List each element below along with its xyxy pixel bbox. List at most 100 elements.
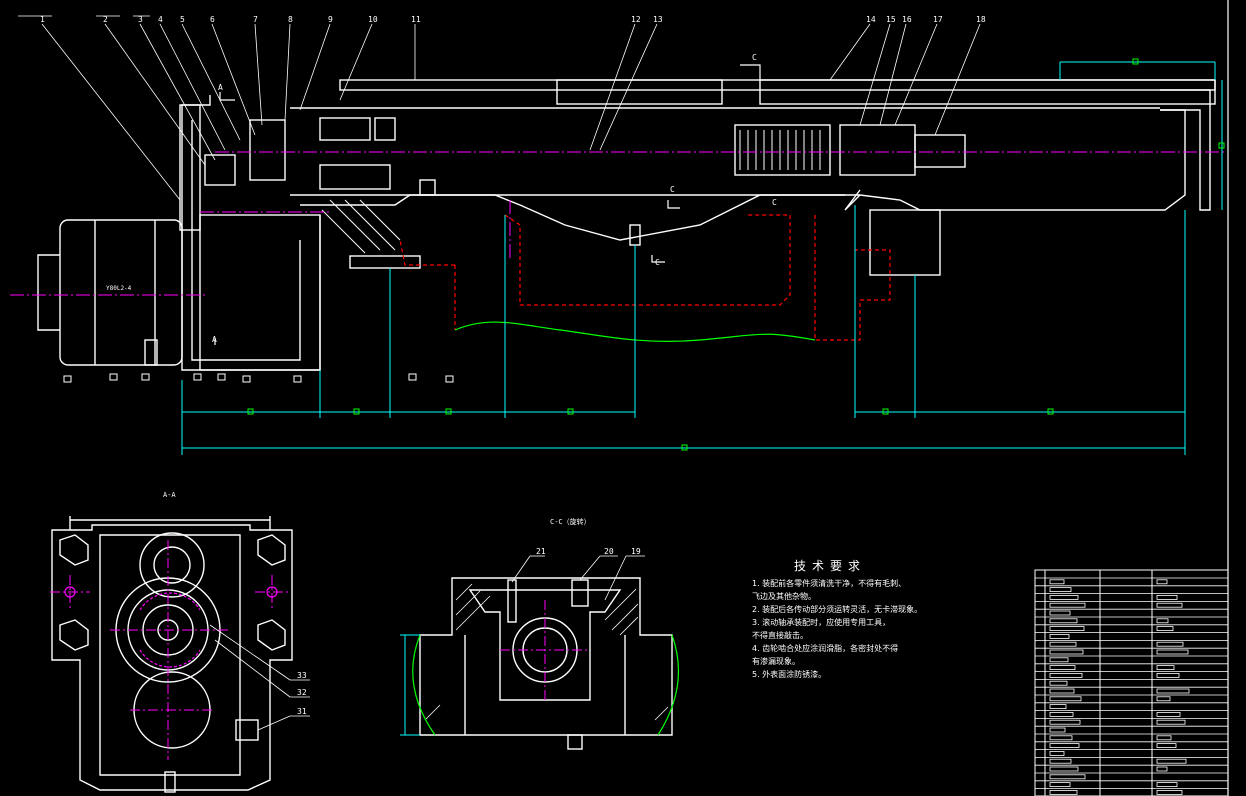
parts-list-entry-mark: [1156, 649, 1189, 655]
technical-requirements: 技术要求 1. 装配前各零件须清洗干净，不得有毛刺、 飞边及其他杂物。 2. 装…: [752, 560, 952, 681]
thread-hatch: [321, 130, 821, 254]
hidden-lines: [399, 214, 891, 341]
parts-list-rows: [1035, 577, 1228, 789]
view-a-label: A-A: [163, 491, 176, 499]
leader-number: 18: [976, 15, 986, 24]
parts-list-entry-mark: [1049, 790, 1078, 795]
parts-list-entry-mark: [1049, 727, 1066, 733]
tech-requirement-item: 有渗漏现象。: [752, 657, 800, 666]
parts-list-entry-mark: [1049, 766, 1079, 772]
leader-number: 15: [886, 15, 896, 24]
leader-number: 32: [297, 688, 307, 697]
parts-list-entry-mark: [1156, 626, 1174, 631]
parts-list-entry-mark: [1156, 641, 1184, 647]
parts-list-entry-mark: [1049, 782, 1071, 787]
parts-list-entry-mark: [1156, 782, 1178, 787]
view-c-numbers: 21 20 19: [536, 547, 641, 556]
leader-number: 9: [328, 15, 333, 24]
parts-list-entries: [1049, 579, 1190, 795]
bottom-balloons: [63, 373, 454, 383]
parts-list-entry-mark: [1049, 774, 1086, 780]
leader-number: 2: [103, 15, 108, 24]
leader-number: 8: [288, 15, 293, 24]
leader-lines: [18, 15, 981, 201]
parts-list-entry-mark: [1156, 766, 1168, 772]
leader-number: 4: [158, 15, 163, 24]
leader-number: 14: [866, 15, 876, 24]
leader-number: 19: [631, 547, 641, 556]
parts-list-entry-mark: [1049, 673, 1083, 678]
section-arrows: [214, 64, 761, 345]
leader-number: 13: [653, 15, 663, 24]
leader-number: 10: [368, 15, 378, 24]
parts-list-entry-mark: [1049, 587, 1072, 592]
view-c-section-arcs: [412, 634, 680, 736]
parts-list-entry-mark: [1049, 641, 1077, 647]
parts-list-entry-mark: [1049, 712, 1074, 717]
parts-list-entry-mark: [1156, 618, 1169, 624]
tech-requirement-item: 不得直接敲击。: [752, 631, 808, 640]
parts-list-entry-mark: [1156, 712, 1181, 717]
tech-requirement-item: 5. 外表面涂防锈漆。: [752, 670, 827, 679]
leader-number: 11: [411, 15, 421, 24]
view-c-hatch: [424, 583, 669, 721]
leader-number: 7: [253, 15, 258, 24]
parts-list-entry-mark: [1049, 665, 1076, 670]
parts-list-entry-mark: [1049, 743, 1080, 748]
parts-list-entry-mark: [1049, 680, 1068, 686]
parts-list-entry-mark: [1049, 751, 1065, 756]
dimension-markers: [247, 58, 1225, 451]
parts-list-entry-mark: [1156, 579, 1168, 585]
parts-list-entry-mark: [1049, 634, 1070, 639]
view-a-a: [51, 516, 293, 793]
parts-list-entry-mark: [1049, 704, 1067, 709]
motor-label: Y80L2-4: [106, 285, 132, 292]
leader-number: 16: [902, 15, 912, 24]
parts-list-entry-mark: [1049, 657, 1069, 663]
view-c-label: C-C（旋转）: [550, 517, 591, 526]
view-c-centerlines: [500, 600, 590, 700]
leader-number: 12: [631, 15, 641, 24]
parts-list-entry-mark: [1156, 688, 1190, 694]
parts-list-entry-mark: [1156, 665, 1175, 670]
parts-list-entry-mark: [1156, 758, 1187, 764]
parts-list-entry-mark: [1049, 618, 1078, 624]
break-line: [454, 321, 816, 342]
view-c-c: [419, 577, 673, 750]
view-a-leaders: [209, 624, 310, 731]
section-mark: C: [670, 185, 675, 194]
view-c-leaders: [511, 555, 645, 601]
section-mark: C: [752, 53, 757, 62]
view-a-numbers: 33 32 31: [297, 671, 307, 716]
tech-requirements-title: 技术要求: [794, 559, 867, 573]
parts-list: [1034, 569, 1229, 796]
parts-list-entry-mark: [1156, 602, 1183, 608]
parts-list-entry-mark: [1049, 610, 1071, 616]
view-a-centerlines: [50, 540, 290, 760]
parts-list-entry-mark: [1156, 735, 1172, 741]
section-mark: A: [218, 83, 223, 92]
leader-number: 5: [180, 15, 185, 24]
tech-requirement-item: 飞边及其他杂物。: [752, 592, 816, 601]
parts-list-entry-mark: [1049, 719, 1081, 725]
parts-list-entry-mark: [1049, 696, 1082, 702]
leader-number: 33: [297, 671, 307, 680]
section-mark: C: [772, 198, 777, 207]
leader-number: 3: [138, 15, 143, 24]
leader-number: 20: [604, 547, 614, 556]
parts-list-entry-mark: [1156, 790, 1183, 795]
parts-list-entry-mark: [1049, 758, 1072, 764]
parts-list-entry-mark: [1049, 602, 1086, 608]
parts-list-entry-mark: [1049, 626, 1085, 631]
parts-list-entry-mark: [1156, 719, 1186, 725]
parts-list-entry-mark: [1156, 743, 1177, 748]
leader-number: 31: [297, 707, 307, 716]
leader-number: 21: [536, 547, 546, 556]
tech-requirement-item: 2. 装配后各传动部分须运转灵活，无卡滞现象。: [752, 605, 923, 614]
tech-requirement-item: 3. 滚动轴承装配时，应使用专用工具，: [752, 618, 891, 627]
leader-number: 1: [40, 15, 45, 24]
leader-number: 17: [933, 15, 943, 24]
view-a-holes: [64, 586, 278, 668]
leader-number: 6: [210, 15, 215, 24]
